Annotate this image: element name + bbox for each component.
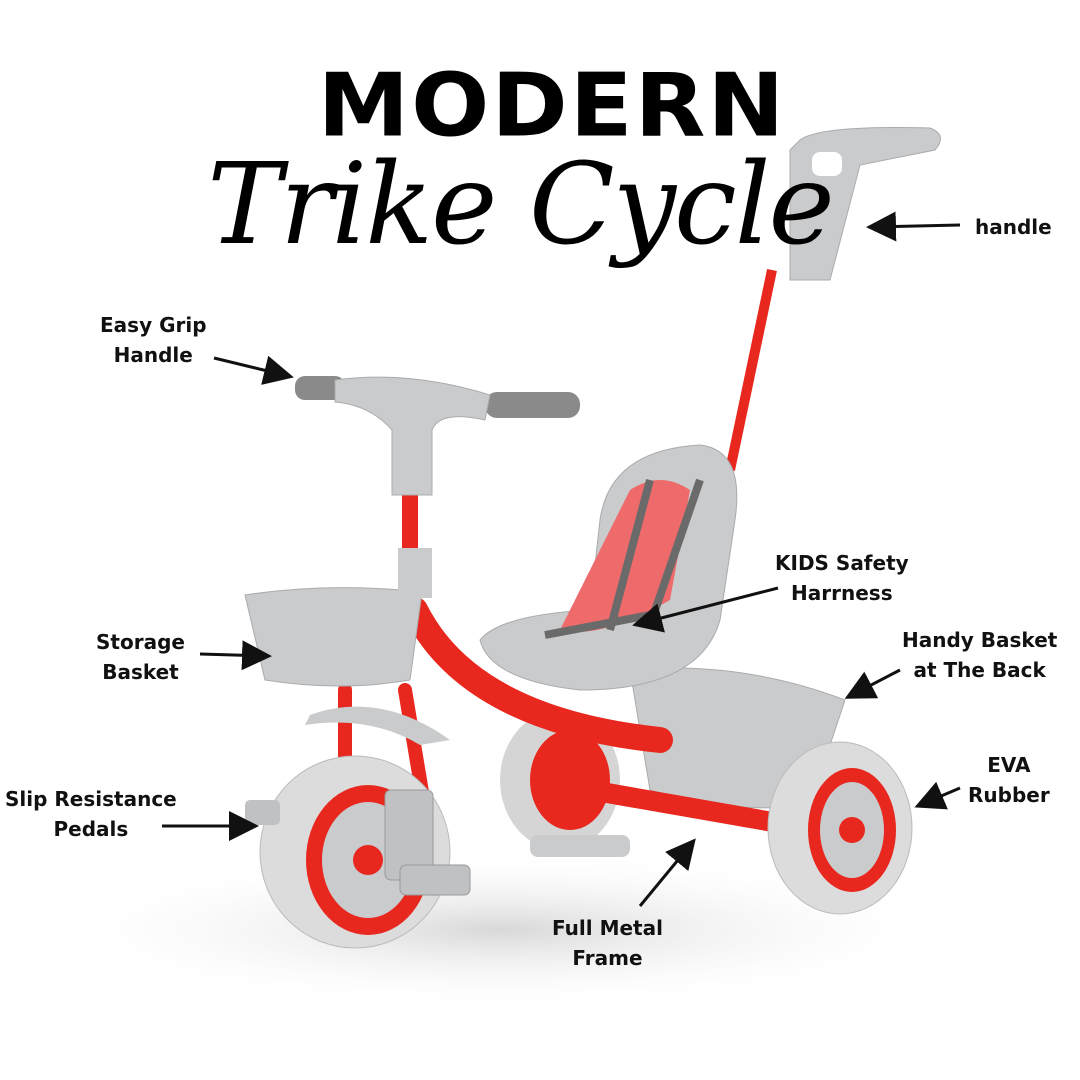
label-text: KIDS Safety: [775, 551, 909, 575]
label-text: Rubber: [968, 783, 1050, 807]
arrow-easy-grip: [213, 355, 294, 385]
arrow-eva: [914, 781, 961, 810]
arrow-frame: [638, 838, 696, 907]
seat: [479, 444, 738, 691]
label-text: Slip Resistance: [5, 787, 177, 811]
label-text: Pedals: [53, 817, 129, 841]
label-text: Frame: [572, 946, 643, 970]
footrest: [530, 835, 630, 857]
label-back-basket: Handy Basket at The Back: [902, 625, 1057, 685]
arrow-storage: [199, 640, 272, 671]
left-pedal: [245, 800, 280, 825]
front-wheel: [259, 755, 471, 949]
label-text: Storage: [96, 630, 185, 654]
rear-right-wheel: [767, 741, 913, 915]
label-text: Handle: [113, 343, 193, 367]
title-modern: MODERN: [317, 54, 787, 157]
label-text: Easy Grip: [100, 313, 207, 337]
label-text: handle: [975, 215, 1052, 239]
push-handle: [725, 127, 941, 472]
title-trike-cycle: Trike Cycle: [207, 140, 835, 270]
arrow-harness: [632, 586, 779, 633]
label-text: Full Metal: [552, 916, 663, 940]
handlebar: [295, 376, 580, 598]
label-text: Harrness: [791, 581, 893, 605]
label-eva: EVA Rubber: [968, 750, 1050, 810]
label-handle: handle: [975, 212, 1052, 242]
label-text: EVA: [987, 753, 1031, 777]
front-basket: [244, 587, 423, 687]
arrow-handle: [866, 211, 961, 242]
label-text: Handy Basket: [902, 628, 1058, 652]
ground-shadow: [30, 850, 970, 1010]
arrow-back-basket: [844, 668, 901, 699]
label-text: at The Back: [913, 658, 1046, 682]
label-text: Basket: [102, 660, 179, 684]
callout-arrows: [162, 211, 961, 907]
